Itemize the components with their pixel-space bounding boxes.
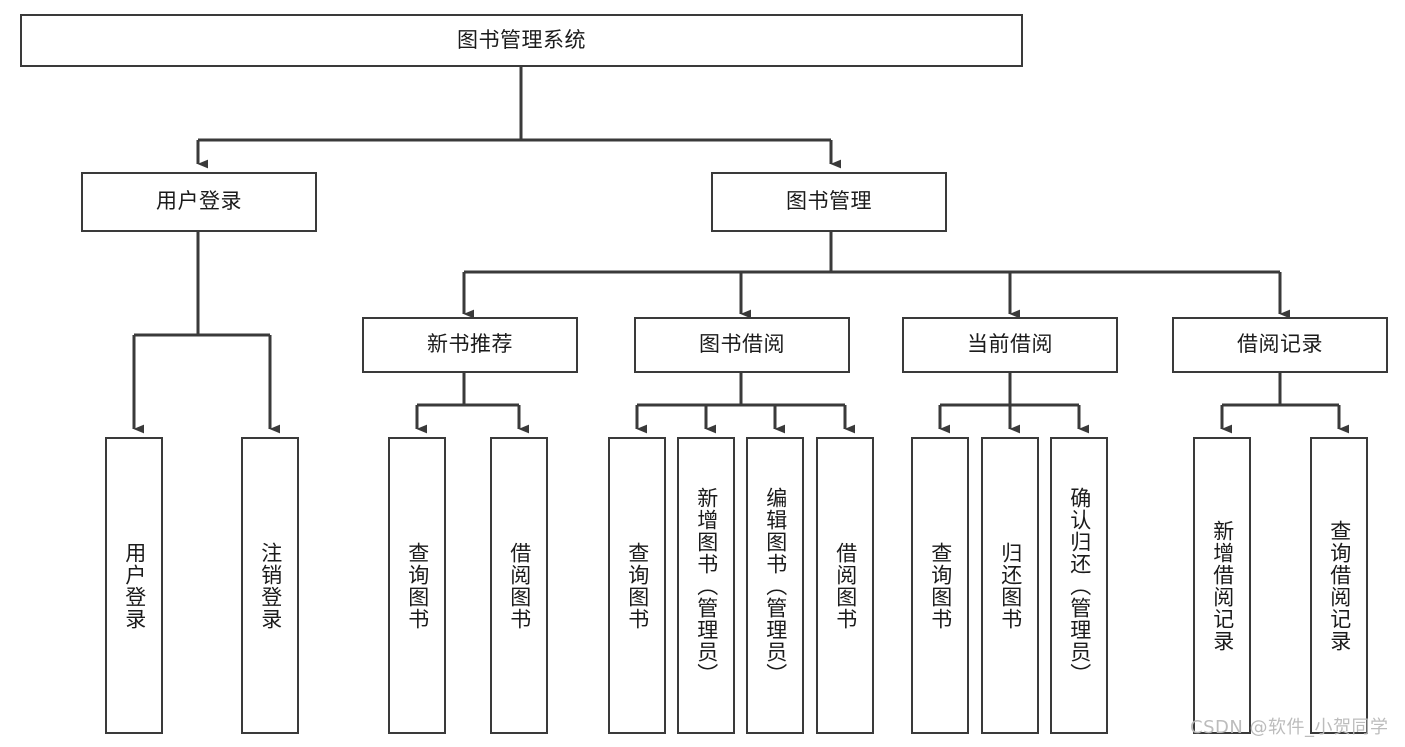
node-root[interactable]: 图书管理系统 — [20, 14, 1023, 67]
node-leaf-confirm-return[interactable]: 确认归还（管理员） — [1050, 437, 1108, 734]
node-leaf-return-book-label: 归还图书 — [998, 541, 1023, 630]
node-leaf-add-record[interactable]: 新增借阅记录 — [1193, 437, 1251, 734]
node-leaf-query-book-2[interactable]: 查询图书 — [608, 437, 666, 734]
node-leaf-add-book[interactable]: 新增图书（管理员） — [677, 437, 735, 734]
node-book-management-label: 图书管理 — [786, 189, 872, 214]
node-borrow-record-label: 借阅记录 — [1237, 332, 1323, 357]
node-leaf-query-book-3[interactable]: 查询图书 — [911, 437, 969, 734]
node-user-login-label: 用户登录 — [156, 189, 242, 214]
node-leaf-query-book-2-label: 查询图书 — [625, 541, 650, 630]
node-borrow-record[interactable]: 借阅记录 — [1172, 317, 1388, 373]
node-book-management[interactable]: 图书管理 — [711, 172, 947, 232]
node-leaf-return-book[interactable]: 归还图书 — [981, 437, 1039, 734]
node-leaf-borrow-book-1[interactable]: 借阅图书 — [490, 437, 548, 734]
node-book-borrow[interactable]: 图书借阅 — [634, 317, 850, 373]
node-book-borrow-label: 图书借阅 — [699, 332, 785, 357]
node-leaf-add-book-label: 新增图书（管理员） — [694, 486, 719, 685]
node-leaf-query-record-label: 查询借阅记录 — [1327, 519, 1352, 652]
node-leaf-edit-book-label: 编辑图书（管理员） — [763, 486, 788, 685]
node-root-label: 图书管理系统 — [457, 27, 586, 52]
node-leaf-query-record[interactable]: 查询借阅记录 — [1310, 437, 1368, 734]
node-new-book-recommend[interactable]: 新书推荐 — [362, 317, 578, 373]
node-leaf-borrow-book-1-label: 借阅图书 — [507, 541, 532, 630]
node-leaf-borrow-book-2[interactable]: 借阅图书 — [816, 437, 874, 734]
node-current-borrow-label: 当前借阅 — [967, 332, 1053, 357]
node-leaf-query-book-1-label: 查询图书 — [405, 541, 430, 630]
node-new-book-recommend-label: 新书推荐 — [427, 332, 513, 357]
node-leaf-query-book-3-label: 查询图书 — [928, 541, 953, 630]
node-current-borrow[interactable]: 当前借阅 — [902, 317, 1118, 373]
node-leaf-logout-login[interactable]: 注销登录 — [241, 437, 299, 734]
node-user-login[interactable]: 用户登录 — [81, 172, 317, 232]
node-leaf-user-login-label: 用户登录 — [122, 541, 147, 630]
node-leaf-query-book-1[interactable]: 查询图书 — [388, 437, 446, 734]
node-leaf-logout-login-label: 注销登录 — [258, 541, 283, 630]
node-leaf-user-login[interactable]: 用户登录 — [105, 437, 163, 734]
node-leaf-edit-book[interactable]: 编辑图书（管理员） — [746, 437, 804, 734]
node-leaf-borrow-book-2-label: 借阅图书 — [833, 541, 858, 630]
node-leaf-confirm-return-label: 确认归还（管理员） — [1067, 486, 1092, 685]
node-leaf-add-record-label: 新增借阅记录 — [1210, 519, 1235, 652]
